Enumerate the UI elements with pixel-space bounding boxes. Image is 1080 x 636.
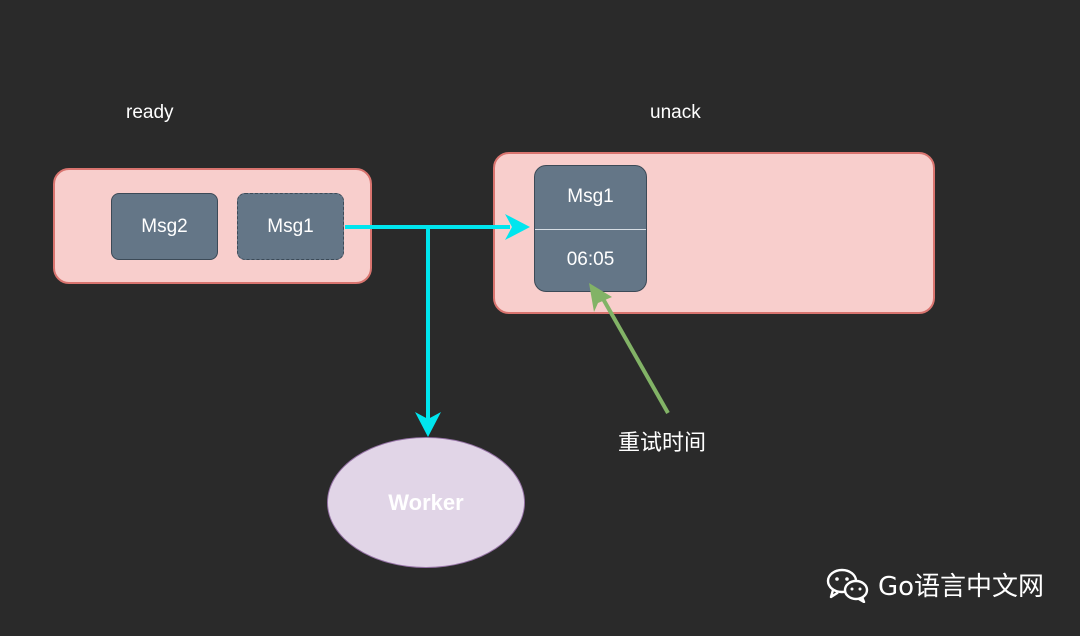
unack-message-card: Msg1 06:05 xyxy=(534,165,647,292)
ready-label: ready xyxy=(126,102,174,123)
retry-line xyxy=(600,296,670,414)
dispatch-arrowhead xyxy=(505,214,530,240)
unack-label: unack xyxy=(650,102,701,123)
retry-arrowhead xyxy=(589,283,612,312)
watermark-text: Go语言中文网 xyxy=(878,572,1045,602)
wechat-icon xyxy=(826,567,870,603)
unack-message-divider xyxy=(535,228,646,230)
unack-message-name: Msg1 xyxy=(567,186,614,208)
worker-label: Worker xyxy=(388,489,464,515)
unack-message-time: 06:05 xyxy=(566,248,615,270)
worker-arrowhead xyxy=(415,412,441,437)
ready-message-msg1: Msg1 xyxy=(237,193,344,260)
retry-time-label: 重试时间 xyxy=(618,431,707,456)
ready-message-msg2: Msg2 xyxy=(111,193,218,260)
worker-node: Worker xyxy=(327,437,525,568)
watermark: Go语言中文网 xyxy=(826,566,1044,603)
